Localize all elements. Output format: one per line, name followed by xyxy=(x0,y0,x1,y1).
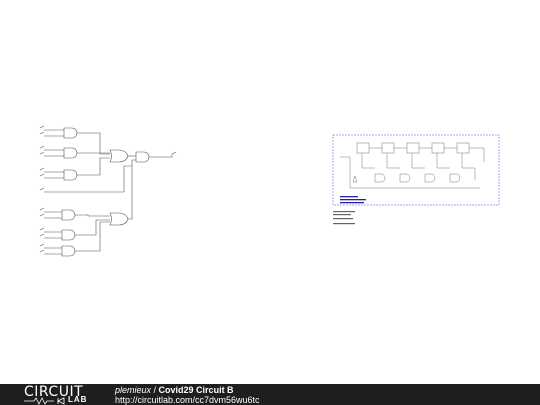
and-gate xyxy=(61,245,76,257)
panel-notes xyxy=(333,211,355,225)
logo-lab-text: LAB xyxy=(68,395,88,404)
circuit-meta: plemieux / Covid29 Circuit B http://circ… xyxy=(115,385,260,405)
circuit-title: Covid29 Circuit B xyxy=(158,385,234,395)
and-gate xyxy=(61,209,76,221)
and-gate xyxy=(135,151,150,163)
flip-flop xyxy=(456,142,470,154)
or-gate xyxy=(109,149,129,163)
output-probe xyxy=(171,151,177,155)
author-link[interactable]: plemieux xyxy=(115,385,152,395)
and-gate xyxy=(63,147,78,159)
flip-flop xyxy=(431,142,445,154)
and-gate xyxy=(449,173,461,183)
and-gate xyxy=(61,229,76,241)
left-logic-circuit xyxy=(39,125,177,257)
footer-bar: CIRCUIT LAB plemieux / Covid29 Circuit B… xyxy=(0,384,540,405)
schematic-canvas xyxy=(39,125,500,257)
and-gate xyxy=(424,173,436,183)
flip-flop xyxy=(406,142,420,154)
or-gate xyxy=(109,212,129,226)
and-gate xyxy=(399,173,411,183)
and-gate xyxy=(374,173,386,183)
annotated-circuit-panel xyxy=(332,134,500,206)
and-gate xyxy=(63,127,78,139)
separator: / xyxy=(151,385,159,395)
logo-circuit-text: CIRCUIT xyxy=(24,384,84,400)
input-switches xyxy=(39,125,45,253)
circuit-url[interactable]: http://circuitlab.com/cc7dvm56wu6tc xyxy=(115,395,260,405)
logo-wave-icon xyxy=(24,397,65,405)
flip-flop xyxy=(356,142,370,154)
and-gate xyxy=(63,169,78,181)
panel-annotation-text xyxy=(340,196,366,204)
flip-flop xyxy=(381,142,395,154)
